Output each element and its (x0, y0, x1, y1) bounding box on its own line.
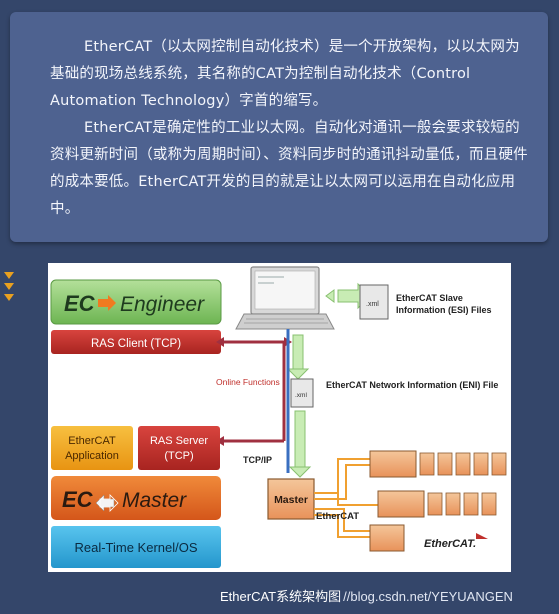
ethercat-logo: EtherCAT. (424, 533, 488, 550)
xml-label: .xml (366, 301, 379, 308)
online-functions-label: Online Functions (216, 377, 280, 387)
caption: EtherCAT系统架构图//blog.csdn.net/YEYUANGEN (220, 586, 513, 605)
decorative-arrows (4, 272, 14, 305)
slave-row-3 (369, 524, 405, 552)
ras-server-box: RAS Server (TCP) (138, 426, 220, 470)
app-label-line2: Application (65, 450, 119, 462)
caption-source: //blog.csdn.net/YEYUANGEN (343, 589, 513, 604)
ethercat-application-box: EtherCAT Application (51, 426, 133, 470)
kernel-label: Real-Time Kernel/OS (74, 540, 197, 555)
ec-master-box: EC Master (51, 476, 221, 520)
text-card: EtherCAT（以太网控制自动化技术）是一个开放架构，以以太网为基础的现场总线… (10, 12, 548, 242)
ras-server-line1: RAS Server (150, 435, 208, 447)
eni-label: EtherCAT Network Information (ENI) File (326, 380, 498, 390)
ras-server-line2: (TCP) (164, 450, 193, 462)
eni-flow: .xml EtherCAT Network Information (ENI) … (286, 334, 498, 478)
master-device: Master (267, 478, 315, 520)
master-label: Master (122, 489, 187, 512)
arrow-right-outline-icon (99, 494, 119, 512)
arrow-down-icon (4, 294, 14, 301)
xml-label: .xml (295, 392, 307, 399)
esi-label-line1: EtherCAT Slave (396, 293, 463, 303)
ec-engineer-box: EC Engineer (50, 279, 222, 325)
esi-file: .xml EtherCAT Slave Information (ESI) Fi… (337, 282, 492, 320)
kernel-box: Real-Time Kernel/OS (51, 526, 221, 568)
file-icon (290, 378, 314, 408)
architecture-svg: EC Engineer RAS Client (TCP) Online Func… (50, 266, 507, 568)
arrow-down-icon (4, 283, 14, 290)
master-device-label: Master (274, 494, 308, 506)
arrow-right-icon (98, 295, 116, 311)
online-functions-link: Online Functions (216, 337, 292, 446)
paragraph-intro: EtherCAT（以太网控制自动化技术）是一个开放架构，以以太网为基础的现场总线… (50, 39, 520, 109)
ras-client-label: RAS Client (TCP) (91, 338, 181, 350)
ethercat-bus-label: EtherCAT (316, 511, 359, 522)
ec-label: EC (62, 487, 94, 512)
logo-flag-icon (476, 533, 488, 539)
app-label-line1: EtherCAT (68, 435, 116, 447)
laptop-icon (235, 266, 335, 330)
slave-row-2 (377, 490, 497, 518)
file-icon (359, 284, 389, 320)
caption-title: EtherCAT系统架构图 (220, 589, 342, 604)
ras-client-box: RAS Client (TCP) (51, 330, 221, 354)
slave-row-1 (369, 450, 507, 478)
tcp-ip-link: TCP/IP (243, 329, 290, 473)
tcp-ip-label: TCP/IP (243, 455, 272, 465)
esi-label-line2: Information (ESI) Files (396, 305, 492, 315)
ec-label: EC (64, 291, 96, 316)
ethercat-bus: EtherCAT (314, 458, 378, 538)
paragraph-definition: EtherCAT是确定性的工业以太网。自动化对通讯一般会要求较短的资料更新时间（… (50, 120, 528, 217)
engineer-label: Engineer (120, 293, 205, 316)
arrow-down-icon (4, 272, 14, 279)
ethercat-logo-text: EtherCAT. (424, 538, 476, 550)
esi-arrow-head (325, 289, 335, 303)
architecture-diagram: EC Engineer RAS Client (TCP) Online Func… (48, 263, 511, 572)
